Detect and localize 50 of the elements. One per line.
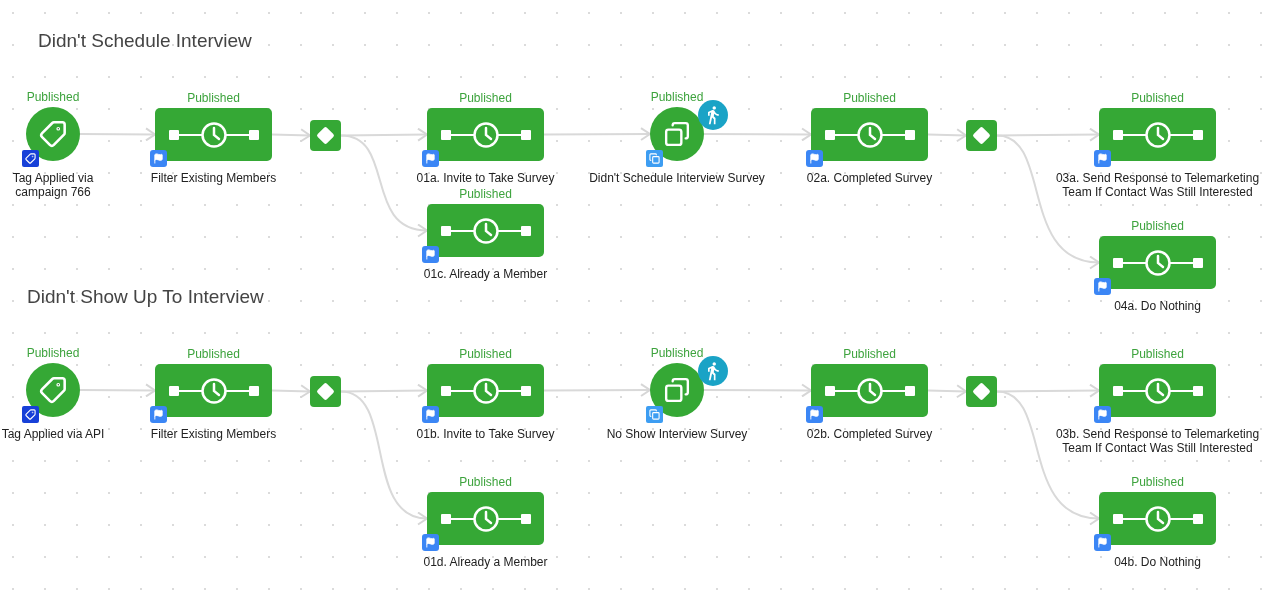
step-name: Tag Applied via API — [0, 427, 106, 441]
status-text: Published — [459, 91, 512, 105]
step-name: 01c. Already a Member — [422, 267, 549, 281]
step-name: 04a. Do Nothing — [1113, 299, 1202, 313]
connector-arrow — [340, 134, 428, 237]
step-name: Filter Existing Members — [149, 171, 278, 185]
step-name: 02b. Completed Survey — [805, 427, 934, 441]
connector-arrow — [543, 383, 651, 398]
status-text: Published — [843, 347, 896, 361]
connector-arrow — [703, 383, 812, 398]
status-text: Published — [459, 475, 512, 489]
step-name: 03a. Send Response to Telemarketing Team If Contact Was Still Interested — [1054, 171, 1261, 199]
section-heading: Didn't Schedule Interview — [38, 29, 252, 53]
connector-arrow — [271, 384, 311, 399]
status-text: Published — [650, 90, 704, 104]
connector-arrow — [996, 383, 1100, 398]
step-name: 01b. Invite to Take Survey — [415, 427, 556, 441]
status-text: Published — [1131, 347, 1184, 361]
status-text: Published — [1131, 91, 1184, 105]
step-name: Didn't Schedule Interview Survey — [588, 171, 766, 185]
connector-arrow — [543, 127, 651, 142]
status-text: Published — [843, 91, 896, 105]
connector-arrow — [996, 134, 1100, 269]
step-name: 01d. Already a Member — [422, 555, 549, 569]
connector-arrow — [340, 383, 428, 398]
step-name: 04b. Do Nothing — [1113, 555, 1202, 569]
status-text: Published — [187, 347, 240, 361]
status-text: Published — [26, 90, 80, 104]
connector-arrow — [996, 390, 1100, 525]
connector-arrow — [996, 127, 1100, 142]
connector-arrow — [79, 127, 156, 142]
status-text: Published — [187, 91, 240, 105]
connector-arrow — [271, 128, 311, 143]
status-text: Published — [459, 187, 512, 201]
connector-arrow — [340, 127, 428, 142]
step-name: No Show Interview Survey — [605, 427, 749, 441]
connector-arrow — [927, 128, 967, 143]
status-text: Published — [1131, 219, 1184, 233]
step-name: 03b. Send Response to Telemarketing Team If Contact Was Still Interested — [1054, 427, 1261, 455]
status-text: Published — [459, 347, 512, 361]
section-heading: Didn't Show Up To Interview — [27, 285, 264, 309]
step-name: Tag Applied via campaign 766 — [11, 171, 95, 199]
connector-arrow — [340, 390, 428, 524]
status-text: Published — [650, 346, 704, 360]
status-text: Published — [1131, 475, 1184, 489]
step-name: Filter Existing Members — [149, 427, 278, 441]
status-text: Published — [26, 346, 80, 360]
connector-arrow — [927, 384, 967, 399]
connector-arrow — [79, 383, 156, 398]
connector-arrow — [703, 127, 812, 142]
